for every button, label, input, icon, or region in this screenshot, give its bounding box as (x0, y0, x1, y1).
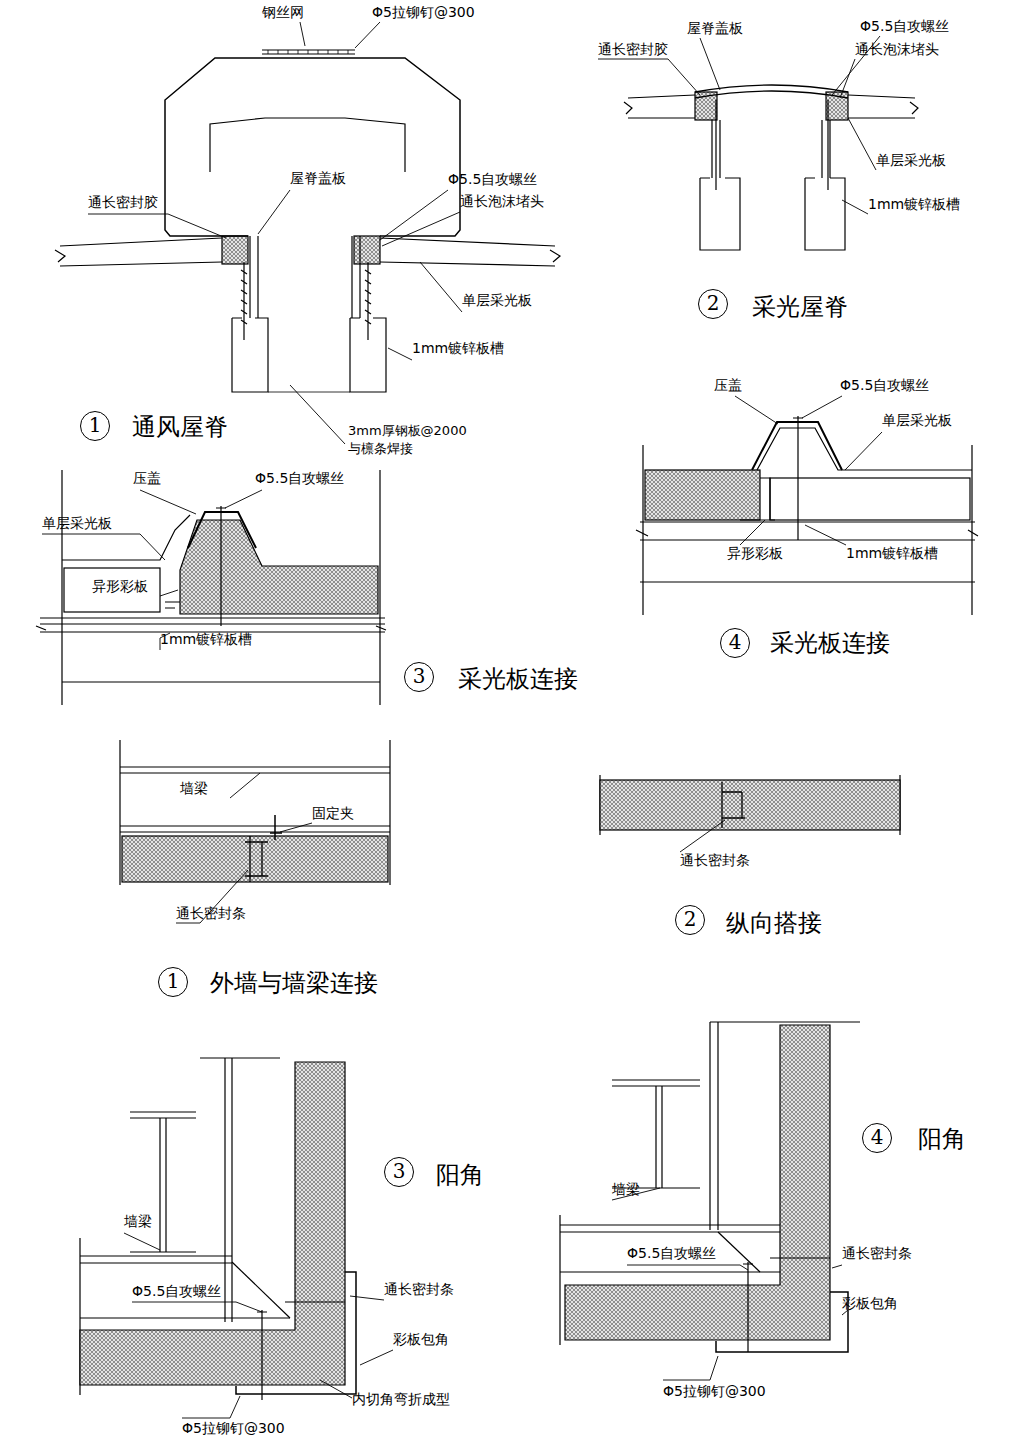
part-label: 单层采光板 (876, 152, 946, 168)
detail-caption: 通风屋脊 (132, 414, 228, 442)
part-label: Φ5.5自攻螺丝 (627, 1245, 716, 1261)
part-label: 墙梁 (124, 1213, 152, 1229)
part-label: 通长密封胶 (598, 41, 668, 57)
daylight-panel-joint-b (636, 396, 978, 615)
external-corner-b (560, 1022, 860, 1380)
part-label: 单层采光板 (42, 515, 112, 531)
part-label: 1mm镀锌板槽 (412, 340, 504, 356)
part-label: 墙梁 (180, 780, 208, 796)
part-label: 单层采光板 (882, 412, 952, 428)
part-label: 通长密封条 (680, 852, 750, 868)
ventilated-ridge (55, 22, 560, 444)
part-label: 钢丝网 (262, 4, 304, 20)
part-label: 与檩条焊接 (348, 442, 413, 457)
part-label: Φ5拉铆钉@300 (182, 1420, 285, 1436)
part-label: 1mm镀锌板槽 (160, 631, 252, 647)
callout-number: 2 (698, 289, 728, 319)
detail-caption: 采光板连接 (770, 630, 890, 658)
part-label: 通长密封条 (176, 905, 246, 921)
daylight-ridge (598, 36, 918, 250)
part-label: 固定夹 (312, 805, 354, 821)
part-label: 彩板包角 (393, 1331, 449, 1347)
wall-beam-connection (120, 740, 390, 923)
part-label: 单层采光板 (462, 292, 532, 308)
part-label: 通长密封胶 (88, 194, 158, 210)
part-label: Φ5拉铆钉@300 (372, 4, 475, 20)
part-label: Φ5拉铆钉@300 (663, 1383, 766, 1399)
part-label: 屋脊盖板 (687, 20, 743, 36)
daylight-panel-joint-a (36, 470, 386, 705)
callout-number: 1 (158, 967, 188, 997)
callout-number: 4 (720, 628, 750, 658)
part-label: 3mm厚钢板@2000 (348, 424, 467, 439)
part-label: 1mm镀锌板槽 (868, 196, 960, 212)
callout-number: 3 (404, 662, 434, 692)
part-label: Φ5.5自攻螺丝 (840, 377, 929, 393)
callout-number: 4 (862, 1123, 892, 1153)
longitudinal-lap (600, 775, 900, 852)
part-label: 异形彩板 (92, 578, 148, 594)
part-label: 墙梁 (612, 1181, 640, 1197)
part-label: 通长泡沫堵头 (460, 193, 544, 209)
part-label: 1mm镀锌板槽 (846, 545, 938, 561)
part-label: Φ5.5自攻螺丝 (860, 18, 949, 34)
external-corner-a (80, 1058, 393, 1418)
detail-caption: 采光屋脊 (752, 294, 848, 322)
detail-caption: 外墙与墙梁连接 (210, 970, 378, 998)
part-label: 彩板包角 (842, 1295, 898, 1311)
part-label: 屋脊盖板 (290, 170, 346, 186)
detail-caption: 阳角 (918, 1126, 966, 1154)
part-label: 通长泡沫堵头 (855, 41, 939, 57)
callout-number: 2 (675, 905, 705, 935)
part-label: Φ5.5自攻螺丝 (448, 171, 537, 187)
part-label: Φ5.5自攻螺丝 (132, 1283, 221, 1299)
part-label: 通长密封条 (384, 1281, 454, 1297)
part-label: 异形彩板 (727, 545, 783, 561)
part-label: 压盖 (133, 470, 161, 486)
callout-number: 3 (384, 1157, 414, 1187)
part-label: Φ5.5自攻螺丝 (255, 470, 344, 486)
part-label: 通长密封条 (842, 1245, 912, 1261)
detail-caption: 纵向搭接 (726, 910, 822, 938)
callout-number: 1 (80, 411, 110, 441)
part-label: 压盖 (714, 377, 742, 393)
detail-caption: 采光板连接 (458, 666, 578, 694)
part-label: 内切角弯折成型 (352, 1391, 450, 1407)
detail-caption: 阳角 (436, 1162, 484, 1190)
